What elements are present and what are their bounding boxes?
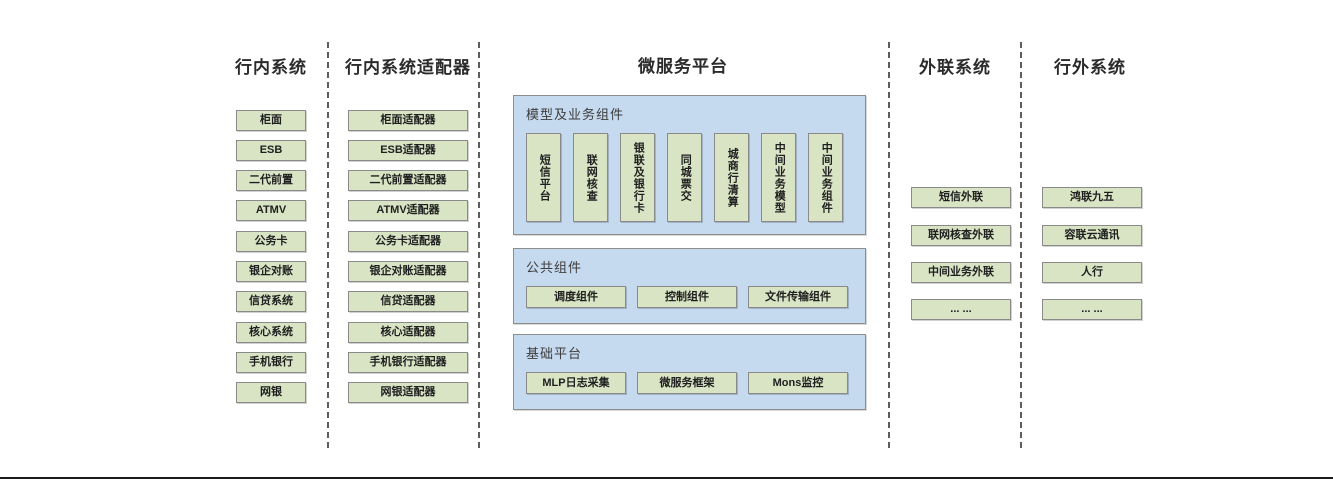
column-title-internal-adapters: 行内系统适配器 xyxy=(345,58,471,77)
panel-title-public-components: 公共组件 xyxy=(526,260,583,275)
node-model-component-label: 银联及银行卡 xyxy=(632,141,645,214)
node-public-component[interactable]: 文件传输组件 xyxy=(748,286,848,308)
node-model-component-label: 同城票交 xyxy=(679,153,692,202)
page-bottom-rule xyxy=(0,477,1333,479)
node-internal-system[interactable]: 银企对账 xyxy=(236,261,306,282)
node-internal-system[interactable]: 二代前置 xyxy=(236,170,306,191)
node-internal-system[interactable]: 公务卡 xyxy=(236,231,306,252)
column-title-external-liaison: 外联系统 xyxy=(919,58,991,77)
node-model-component[interactable]: 同城票交 xyxy=(667,133,702,222)
node-internal-system[interactable]: 网银 xyxy=(236,382,306,403)
node-base-platform-component[interactable]: Mons监控 xyxy=(748,372,848,394)
node-internal-adapter[interactable]: 银企对账适配器 xyxy=(348,261,468,282)
node-outside-bank[interactable]: 人行 xyxy=(1042,262,1142,283)
node-model-component-label: 城商行清算 xyxy=(726,147,739,208)
node-outside-bank[interactable]: 鸿联九五 xyxy=(1042,187,1142,208)
column-divider-1 xyxy=(327,42,329,448)
panel-title-model-business-components: 模型及业务组件 xyxy=(526,107,625,122)
node-internal-adapter[interactable]: ATMV适配器 xyxy=(348,200,468,221)
node-model-component[interactable]: 中间业务组件 xyxy=(808,133,843,222)
node-public-component[interactable]: 控制组件 xyxy=(637,286,737,308)
column-title-outside-bank: 行外系统 xyxy=(1054,58,1126,77)
node-internal-adapter[interactable]: 公务卡适配器 xyxy=(348,231,468,252)
node-external-liaison[interactable]: ... ... xyxy=(911,299,1011,320)
node-model-component-label: 中间业务模型 xyxy=(773,141,786,214)
node-external-liaison[interactable]: 联网核查外联 xyxy=(911,225,1011,246)
node-internal-system[interactable]: ATMV xyxy=(236,200,306,221)
node-model-component[interactable]: 短信平台 xyxy=(526,133,561,222)
node-model-component[interactable]: 银联及银行卡 xyxy=(620,133,655,222)
node-internal-system[interactable]: 核心系统 xyxy=(236,322,306,343)
node-base-platform-component[interactable]: MLP日志采集 xyxy=(526,372,626,394)
node-internal-system[interactable]: 信贷系统 xyxy=(236,291,306,312)
panel-title-base-platform: 基础平台 xyxy=(526,346,583,361)
node-external-liaison[interactable]: 短信外联 xyxy=(911,187,1011,208)
node-model-component-label: 短信平台 xyxy=(538,153,551,202)
node-model-component[interactable]: 中间业务模型 xyxy=(761,133,796,222)
node-external-liaison[interactable]: 中间业务外联 xyxy=(911,262,1011,283)
column-divider-3 xyxy=(888,42,890,448)
node-internal-system[interactable]: 柜面 xyxy=(236,110,306,131)
column-divider-2 xyxy=(478,42,480,448)
node-internal-adapter[interactable]: 网银适配器 xyxy=(348,382,468,403)
node-internal-adapter[interactable]: 手机银行适配器 xyxy=(348,352,468,373)
column-title-microservice-platform: 微服务平台 xyxy=(638,57,728,76)
node-internal-adapter[interactable]: ESB适配器 xyxy=(348,140,468,161)
node-internal-adapter[interactable]: 信贷适配器 xyxy=(348,291,468,312)
node-internal-system[interactable]: ESB xyxy=(236,140,306,161)
node-internal-adapter[interactable]: 核心适配器 xyxy=(348,322,468,343)
node-outside-bank[interactable]: ... ... xyxy=(1042,299,1142,320)
node-model-component[interactable]: 联网核查 xyxy=(573,133,608,222)
column-divider-4 xyxy=(1020,42,1022,448)
node-public-component[interactable]: 调度组件 xyxy=(526,286,626,308)
node-internal-adapter[interactable]: 柜面适配器 xyxy=(348,110,468,131)
node-model-component[interactable]: 城商行清算 xyxy=(714,133,749,222)
node-outside-bank[interactable]: 容联云通讯 xyxy=(1042,225,1142,246)
column-title-internal-systems: 行内系统 xyxy=(235,58,307,77)
node-base-platform-component[interactable]: 微服务框架 xyxy=(637,372,737,394)
node-internal-adapter[interactable]: 二代前置适配器 xyxy=(348,170,468,191)
node-model-component-label: 中间业务组件 xyxy=(820,141,833,214)
node-internal-system[interactable]: 手机银行 xyxy=(236,352,306,373)
node-model-component-label: 联网核查 xyxy=(585,153,598,202)
